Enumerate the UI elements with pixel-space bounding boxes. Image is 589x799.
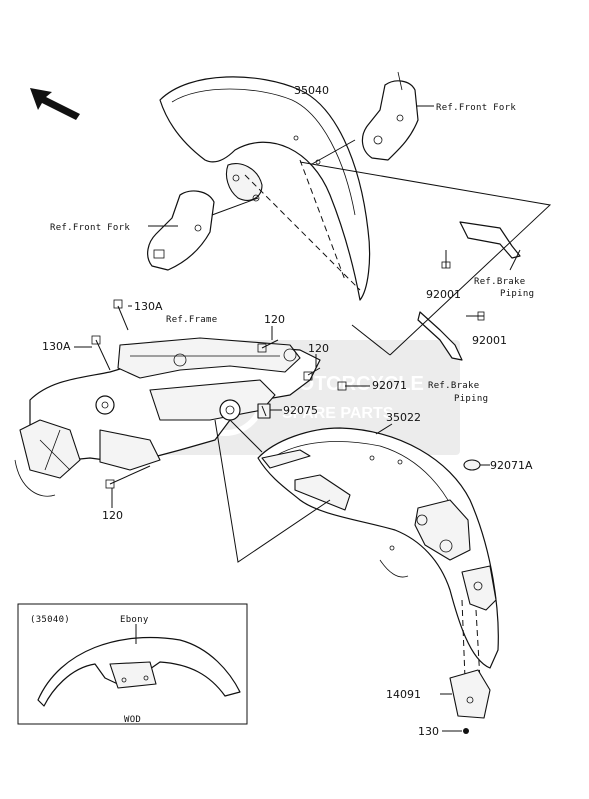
- label-ref-front-fork-left: Ref.Front Fork: [50, 223, 130, 233]
- label-130a-left: 130A: [42, 340, 71, 353]
- brake-clamp-mid: [417, 311, 463, 361]
- bolt-130a-top: [113, 299, 129, 331]
- label-92071: 92071: [372, 379, 407, 392]
- label-120-a: 120: [264, 313, 285, 326]
- label-ref-brake-mid-line2: Piping: [454, 394, 488, 404]
- bolt-120-c: [105, 465, 151, 489]
- rear-fender-35022: [257, 427, 499, 669]
- bolt-130a-left: [91, 335, 111, 371]
- label-120-b: 120: [308, 342, 329, 355]
- label-92001-a: 92001: [426, 288, 461, 301]
- inset-box: [17, 603, 248, 725]
- bolt-120-a: [257, 339, 279, 353]
- label-35040: 35040: [294, 84, 329, 97]
- mudflap-14091: [449, 669, 491, 719]
- label-ref-brake-mid-line1: Ref.Brake: [428, 381, 479, 391]
- bolt-130: [463, 728, 469, 734]
- front-fork-left: [147, 190, 215, 271]
- watermark-line1: MOTORCYCLE: [282, 373, 424, 395]
- label-14091: 14091: [386, 688, 421, 701]
- label-92075: 92075: [283, 404, 318, 417]
- inset-part-no: (35040): [30, 615, 70, 625]
- bolt-92001-a: [441, 250, 451, 269]
- leader-fork-right: [311, 139, 356, 165]
- label-ref-brake-top-line1: Ref.Brake: [474, 277, 525, 287]
- front-fork-right: [361, 71, 419, 161]
- label-ref-front-fork-right: Ref.Front Fork: [436, 103, 516, 113]
- label-35022: 35022: [386, 411, 421, 424]
- label-ref-brake-top-line2: Piping: [500, 289, 534, 299]
- inset-code: WOD: [124, 715, 141, 725]
- leader-fork-left: [211, 197, 259, 216]
- watermark-line2: SPARE PARTS: [282, 405, 394, 422]
- rear-frame-assembly: [14, 337, 321, 497]
- spacer-92075: [257, 403, 271, 419]
- label-120-c: 120: [102, 509, 123, 522]
- inset-color: Ebony: [120, 615, 149, 625]
- grommet-92071a: [463, 459, 481, 471]
- label-92071a: 92071A: [490, 459, 533, 472]
- label-92001-b: 92001: [472, 334, 507, 347]
- label-130a-top: 130A: [134, 300, 163, 313]
- label-ref-frame: Ref.Frame: [166, 315, 217, 325]
- label-130: 130: [418, 725, 439, 738]
- brake-clamp-top: [459, 221, 521, 271]
- bolt-120-b: [303, 367, 321, 381]
- front-fender-35040: [159, 76, 371, 301]
- arrow-up-left-icon: [30, 88, 80, 120]
- grommet-92071: [337, 381, 370, 391]
- bolt-92001-b: [466, 311, 485, 321]
